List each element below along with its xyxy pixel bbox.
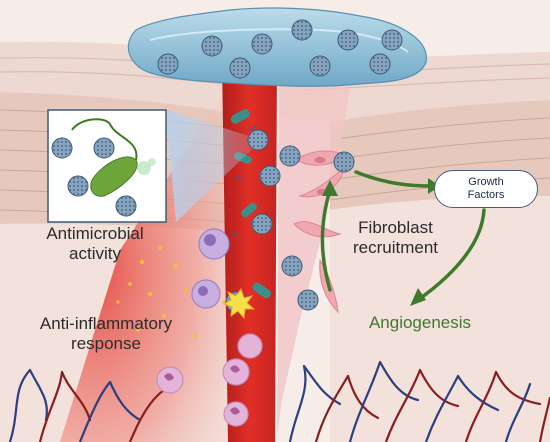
nanoparticle-icon — [279, 145, 301, 167]
nanoparticle-icon — [93, 137, 115, 159]
nanoparticle-icon — [247, 129, 269, 151]
nanoparticle-icon — [381, 29, 403, 51]
bacteria-burst-icon — [222, 287, 256, 320]
wound-cut — [222, 62, 278, 442]
nanoparticle-icon — [369, 53, 391, 75]
growth-factor-arrow — [354, 170, 434, 188]
nanoparticle-icon — [157, 53, 179, 75]
nanoparticle-icon — [51, 137, 73, 159]
nanoparticle-icon — [229, 57, 251, 79]
immune-cells — [156, 228, 263, 427]
angiogenesis-arrow — [416, 208, 486, 302]
nanoparticle-icon — [281, 255, 303, 277]
nanoparticle-icon — [337, 29, 359, 51]
nanoparticle-icon — [259, 165, 281, 187]
fibroblast-recruit-arrow — [320, 188, 332, 292]
nanoparticle-icon — [251, 33, 273, 55]
angiogenesis-label: Angiogenesis — [368, 313, 472, 332]
nanoparticle-icon — [297, 289, 319, 311]
nanoparticle-icon — [291, 19, 313, 41]
nanoparticle-icon — [115, 195, 137, 217]
green-arrows — [320, 170, 486, 302]
nanoparticle-icon — [333, 151, 355, 173]
hydrogel-dressing-icon — [127, 7, 427, 87]
nanoparticle-icon — [309, 55, 331, 77]
nanoparticle-icon — [67, 175, 89, 197]
center-divider — [275, 61, 279, 442]
nanoparticle-icon — [201, 35, 223, 57]
blood-vessels — [8, 360, 550, 442]
antimicrobial-inset — [47, 109, 262, 223]
nanoparticle-icon — [251, 213, 273, 235]
